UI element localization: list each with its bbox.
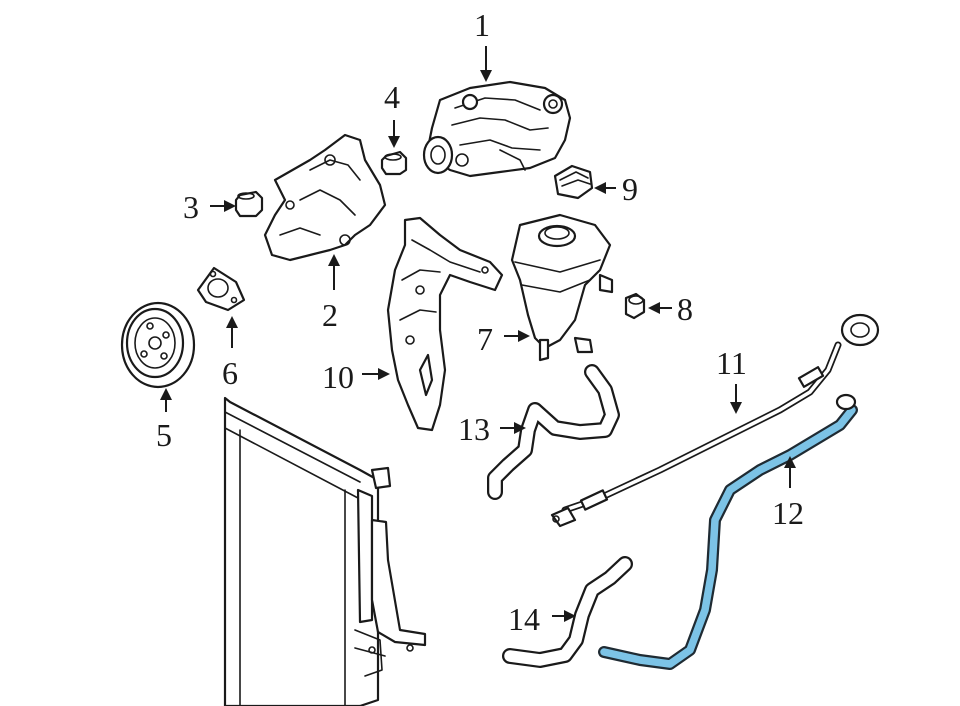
callout-12: 12 — [772, 456, 804, 531]
part-8-grommet[interactable] — [624, 292, 646, 320]
callout-label-3: 3 — [183, 189, 199, 225]
part-3-bushing[interactable] — [234, 190, 264, 218]
part-14-hose[interactable] — [502, 556, 633, 668]
callout-label-13: 13 — [458, 411, 490, 447]
part-7-reservoir[interactable] — [510, 213, 614, 362]
callout-label-10: 10 — [322, 359, 354, 395]
callout-label-11: 11 — [716, 345, 747, 381]
part-2-bracket[interactable] — [263, 133, 387, 262]
callout-label-5: 5 — [156, 417, 172, 453]
part-11-pressure-line[interactable] — [550, 313, 880, 528]
part-4-bushing[interactable] — [380, 150, 408, 176]
part-13-hose[interactable] — [487, 364, 620, 500]
callout-3: 3 — [183, 189, 236, 225]
part-9-cap[interactable] — [553, 164, 594, 200]
callout-6: 6 — [222, 316, 238, 391]
callout-label-12: 12 — [772, 495, 804, 531]
part-12-return-line[interactable] — [598, 393, 858, 670]
callout-4: 4 — [384, 79, 400, 148]
cooler-radiator — [223, 396, 427, 706]
callout-11: 11 — [716, 345, 747, 414]
callout-10: 10 — [322, 359, 390, 395]
callout-label-9: 9 — [622, 171, 638, 207]
callout-8: 8 — [648, 291, 693, 327]
callout-2: 2 — [322, 254, 340, 333]
callout-label-2: 2 — [322, 297, 338, 333]
part-10-plate[interactable] — [386, 216, 504, 432]
callout-13: 13 — [458, 411, 526, 447]
callout-label-1: 1 — [474, 7, 490, 43]
callout-label-8: 8 — [677, 291, 693, 327]
callout-1: 1 — [474, 7, 492, 82]
callout-label-6: 6 — [222, 355, 238, 391]
part-5-pulley[interactable] — [120, 301, 196, 389]
callout-9: 9 — [594, 171, 638, 207]
callout-7: 7 — [477, 321, 530, 357]
callout-label-4: 4 — [384, 79, 400, 115]
part-1-pump[interactable] — [422, 80, 572, 178]
part-6-gasket[interactable] — [196, 266, 246, 312]
callout-5: 5 — [156, 388, 172, 453]
callout-14: 14 — [508, 601, 576, 637]
callout-label-14: 14 — [508, 601, 540, 637]
callout-label-7: 7 — [477, 321, 493, 357]
